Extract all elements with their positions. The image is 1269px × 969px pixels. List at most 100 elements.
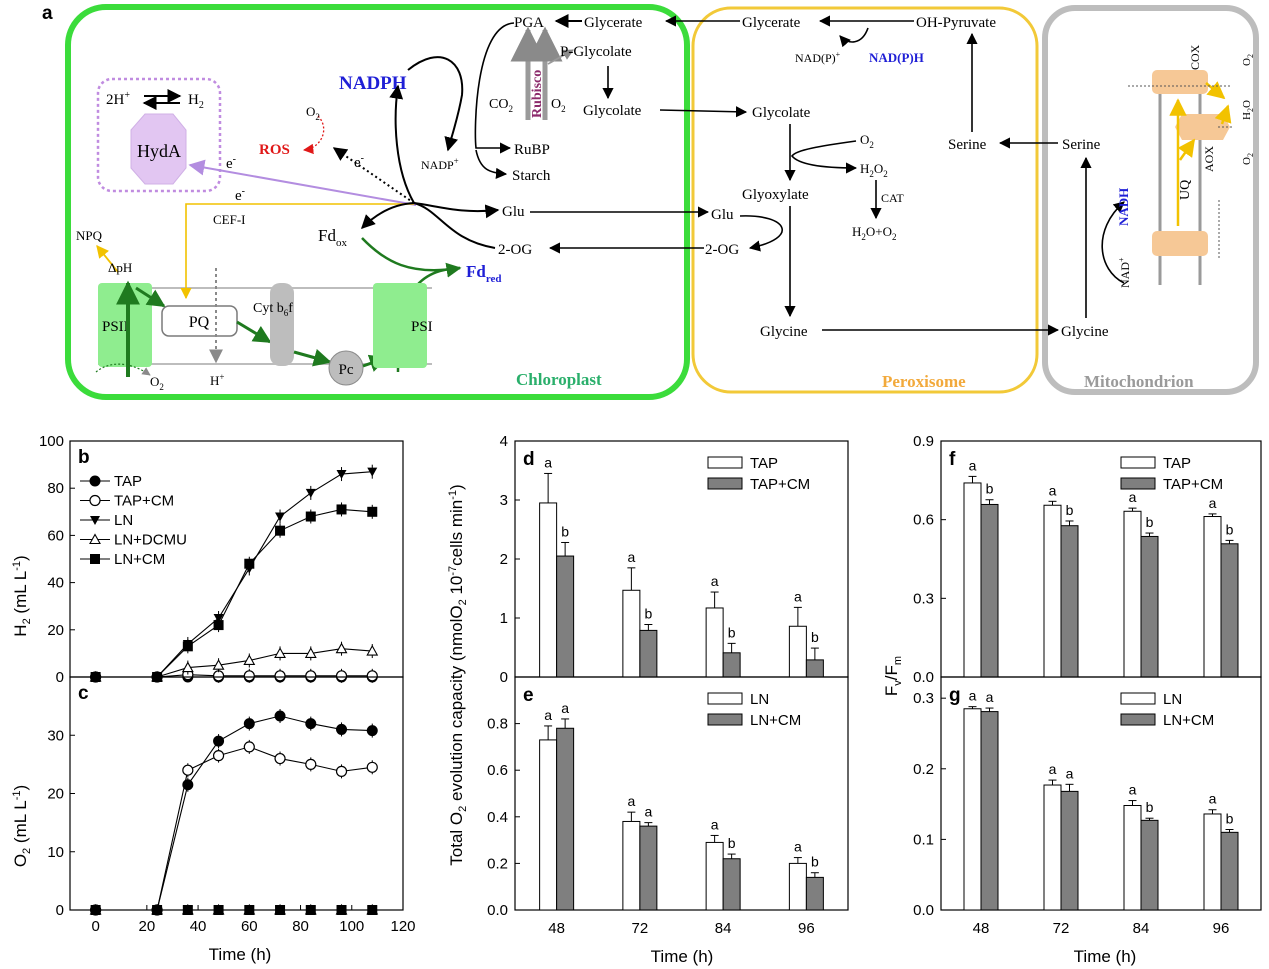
significance-letter: a bbox=[711, 573, 719, 589]
bar bbox=[705, 841, 724, 911]
legend-label: TAP+CM bbox=[1163, 476, 1223, 493]
significance-letter: a bbox=[1209, 495, 1217, 511]
bar bbox=[963, 482, 982, 678]
bar bbox=[539, 502, 558, 678]
data-point bbox=[367, 506, 378, 517]
nad-plus-label: NAD+ bbox=[1117, 257, 1132, 288]
o2-to-h2o2-arrow bbox=[791, 140, 858, 174]
psii-label: PSII bbox=[102, 319, 129, 335]
pq-label: PQ bbox=[189, 314, 210, 331]
significance-letter: b bbox=[1146, 514, 1154, 530]
psi-complex bbox=[373, 283, 427, 368]
nadph-to-calvin-arrow bbox=[407, 56, 464, 152]
x-tick-label: 96 bbox=[1213, 920, 1230, 937]
data-point bbox=[336, 504, 347, 515]
y-tick-label: 0.3 bbox=[913, 590, 934, 607]
data-point bbox=[305, 758, 317, 770]
legend-label: LN bbox=[750, 691, 769, 708]
legend-swatch bbox=[1120, 692, 1156, 705]
data-point bbox=[182, 764, 194, 776]
y-tick-label: 0.6 bbox=[913, 512, 934, 529]
data-point bbox=[335, 670, 348, 682]
x-tick-label: 40 bbox=[190, 918, 207, 935]
legend-label: TAP+CM bbox=[750, 476, 810, 493]
series-ln-cm bbox=[90, 905, 378, 915]
y-axis-label-fg: Fv/Fm bbox=[882, 656, 904, 696]
panel-label-a: a bbox=[42, 3, 53, 24]
significance-letter: a bbox=[1049, 482, 1057, 498]
cox-label: COX bbox=[1188, 44, 1202, 70]
series-tap bbox=[90, 709, 378, 916]
nadph-small-label: NAD(P)H bbox=[869, 50, 924, 65]
legend-label: LN+CM bbox=[750, 712, 801, 729]
o2-cox-label: O2 bbox=[1241, 54, 1255, 66]
mitochondrion-label: Mitochondrion bbox=[1084, 372, 1194, 391]
series-line bbox=[95, 648, 373, 678]
bar bbox=[980, 503, 999, 678]
series-line bbox=[95, 715, 373, 911]
data-point bbox=[336, 470, 347, 480]
electron-label-2: e- bbox=[235, 186, 245, 204]
pathway-diagram: a Chloroplast Peroxisome Mitochondrion 2… bbox=[42, 3, 1259, 400]
h-plus-label: H+ bbox=[210, 372, 224, 388]
hydrogen-reaction-right: H2 bbox=[188, 92, 204, 111]
starch-arrow bbox=[475, 149, 508, 179]
panel-label-c: c bbox=[78, 683, 89, 704]
data-point bbox=[243, 654, 256, 666]
psii-to-pq-arrow bbox=[135, 286, 166, 308]
panel-label-e: e bbox=[523, 685, 534, 706]
data-point bbox=[244, 558, 255, 569]
panel-label-d: d bbox=[523, 449, 535, 470]
legend-swatch bbox=[1120, 477, 1156, 490]
o2-peroxisome-label: O2 bbox=[860, 132, 874, 150]
pc-label: Pc bbox=[339, 362, 354, 378]
bar bbox=[788, 625, 807, 678]
bar bbox=[805, 876, 824, 911]
significance-letter: b bbox=[644, 605, 652, 621]
hyda-octagon-icon bbox=[130, 113, 187, 185]
hydrogenase-box bbox=[96, 77, 222, 193]
co2-label: CO2 bbox=[489, 97, 513, 114]
cyt-to-pc-arrow bbox=[293, 348, 332, 367]
fd-ox-label: Fdox bbox=[318, 226, 347, 249]
significance-letter: a bbox=[794, 839, 802, 855]
data-point bbox=[305, 718, 317, 730]
fdox-to-psi-arrow bbox=[361, 237, 462, 278]
aox-complex bbox=[1175, 114, 1230, 140]
hyda-label: HydA bbox=[137, 141, 181, 161]
data-point bbox=[305, 905, 316, 915]
bar bbox=[556, 727, 575, 911]
legend-swatch bbox=[707, 456, 743, 469]
y-tick-label: 80 bbox=[47, 480, 64, 497]
y-tick-label: 0 bbox=[500, 669, 508, 686]
cytb6f-complex bbox=[270, 283, 294, 366]
bar bbox=[556, 555, 575, 678]
data-point bbox=[275, 512, 286, 522]
y-tick-label: 0.2 bbox=[913, 761, 934, 778]
aox-arrow bbox=[1214, 104, 1232, 125]
bar bbox=[788, 862, 807, 911]
legend-label: TAP bbox=[114, 473, 142, 490]
series-tap-cm bbox=[90, 739, 378, 916]
bar bbox=[722, 652, 741, 678]
x-axis-label-g: Time (h) bbox=[1074, 947, 1137, 966]
electron-label-1: e- bbox=[226, 154, 236, 172]
significance-letter: b bbox=[728, 624, 736, 640]
data-point bbox=[213, 905, 224, 915]
legend-label: TAP+CM bbox=[114, 493, 174, 510]
y-tick-label: 0 bbox=[56, 902, 64, 919]
significance-letter: a bbox=[644, 804, 652, 820]
o2-psii-label: O2 bbox=[150, 374, 164, 392]
data-point bbox=[274, 647, 286, 658]
charts: 020406080100bTAPTAP+CMLNLN+DCMULN+CM0102… bbox=[39, 433, 1262, 937]
data-point bbox=[275, 905, 286, 915]
legend-swatch bbox=[707, 713, 743, 726]
ros-label: ROS bbox=[259, 142, 290, 158]
significance-letter: b bbox=[1066, 502, 1074, 518]
h2o-mito-label: H2O bbox=[1241, 100, 1255, 120]
y-tick-label: 0.1 bbox=[913, 831, 934, 848]
fd-red-label: Fdred bbox=[466, 262, 502, 285]
